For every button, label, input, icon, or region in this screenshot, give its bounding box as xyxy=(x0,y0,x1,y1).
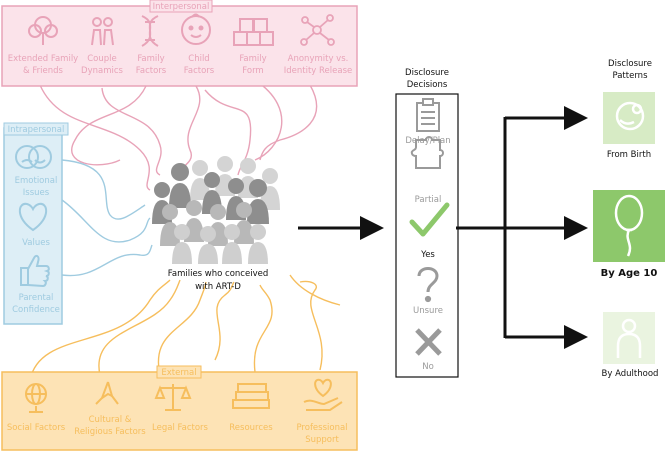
interpersonal-box xyxy=(1,5,358,87)
interpersonal-item-label: & Friends xyxy=(23,66,63,76)
globe-icon xyxy=(25,383,47,413)
interpersonal-group: Interpersonal xyxy=(1,0,358,87)
external-item-label: Social Factors xyxy=(7,423,66,433)
orange-curve xyxy=(253,284,273,373)
pink-curve xyxy=(101,87,162,176)
heart-hand-icon xyxy=(303,378,343,411)
heart-icon xyxy=(18,202,48,232)
external-item-label: Legal Factors xyxy=(152,423,209,433)
external-item-label: Professional xyxy=(296,423,347,433)
books-icon xyxy=(232,383,270,409)
pink-curve xyxy=(179,85,201,171)
pattern-label: From Birth xyxy=(607,150,651,160)
scales-icon xyxy=(154,384,192,411)
intrapersonal-item-label: Confidence xyxy=(12,305,60,315)
orange-curve xyxy=(289,274,341,306)
families-crowd-icon xyxy=(152,156,280,264)
pattern-label: By Age 10 xyxy=(601,268,658,279)
decisions-title: Decisions xyxy=(407,80,448,90)
decision-option-label: No xyxy=(422,362,434,372)
disclosure-patterns-panel: Disclosure Patterns From Birth By Age 10… xyxy=(593,59,665,379)
decision-option-label: Partial xyxy=(415,195,442,205)
patterns-title: Disclosure xyxy=(608,59,652,69)
interpersonal-item-label: Child xyxy=(188,54,209,64)
x-icon xyxy=(415,328,442,356)
blue-curve xyxy=(61,244,153,277)
decision-option-label: Unsure xyxy=(413,306,443,316)
interpersonal-item-label: Factors xyxy=(184,66,215,76)
interpersonal-item-label: Form xyxy=(242,66,263,76)
intrapersonal-label-box xyxy=(3,122,69,136)
interpersonal-item-label: Dynamics xyxy=(81,66,123,76)
external-item-label: Resources xyxy=(229,423,273,433)
blue-curve xyxy=(61,199,151,243)
pattern-label: By Adulthood xyxy=(602,369,659,379)
external-group: External Social Factors Cultural & Relig… xyxy=(1,365,358,451)
blue-curve xyxy=(61,159,146,220)
dna-icon xyxy=(141,15,159,47)
question-icon xyxy=(417,267,439,303)
external-item-label: Religious Factors xyxy=(74,427,146,437)
external-item-label: Cultural & xyxy=(89,415,132,425)
decisions-title: Disclosure xyxy=(405,68,449,78)
intrapersonal-item-label: Issues xyxy=(23,188,50,198)
from-birth-tile xyxy=(603,92,655,144)
pacifier-icon xyxy=(615,101,645,131)
connector-curves xyxy=(29,79,341,381)
interpersonal-item-label: Anonymity vs. xyxy=(288,54,349,64)
puzzle-icon xyxy=(410,136,444,169)
intrapersonal-group: Intrapersonal Emotional Issues Values Pa… xyxy=(3,122,69,325)
thumbs-up-icon xyxy=(20,254,50,288)
interpersonal-label-box xyxy=(149,0,213,13)
interpersonal-item-label: Factors xyxy=(136,66,167,76)
orange-curve xyxy=(98,279,181,376)
disclosure-decisions-panel: Disclosure Decisions Delay/Plan Partial … xyxy=(395,68,459,378)
intrapersonal-item-label: Emotional xyxy=(15,176,58,186)
decisions-box xyxy=(395,93,459,378)
pink-curve xyxy=(259,84,318,161)
orange-curve xyxy=(29,279,171,381)
decision-option-label: Delay/Plan xyxy=(405,136,450,146)
families-label: with ART-D xyxy=(195,282,241,292)
blocks-icon xyxy=(233,18,274,46)
interpersonal-item-label: Family xyxy=(137,54,164,64)
external-item-label: Support xyxy=(305,435,339,445)
interpersonal-item-label: Extended Family xyxy=(8,54,78,64)
decision-option-label: Yes xyxy=(420,250,435,260)
masks-icon xyxy=(15,145,52,169)
crowd-mid-row xyxy=(152,163,269,224)
network-icon xyxy=(300,14,335,46)
intrapersonal-item-label: Values xyxy=(22,238,50,248)
interpersonal-label: Interpersonal xyxy=(153,2,210,12)
pink-curve xyxy=(254,79,283,161)
balloon-icon xyxy=(614,194,644,257)
orange-curve xyxy=(299,280,323,371)
clipboard-icon xyxy=(416,98,440,132)
crowd-bottom-row xyxy=(172,224,268,264)
tree-icon xyxy=(28,16,58,45)
interpersonal-item-label: Couple xyxy=(87,54,117,64)
orange-curve xyxy=(157,281,207,376)
couple-icon xyxy=(91,17,114,46)
checkmark-icon xyxy=(409,202,450,237)
families-label: Families who conceived xyxy=(168,269,268,279)
external-label-box xyxy=(156,365,202,379)
baby-face-icon xyxy=(181,13,211,45)
interpersonal-item-label: Family xyxy=(239,54,266,64)
person-icon xyxy=(616,318,642,358)
patterns-title: Patterns xyxy=(612,71,648,81)
intrapersonal-label: Intrapersonal xyxy=(8,125,65,135)
pink-curve xyxy=(39,84,151,191)
pink-curve xyxy=(71,85,147,166)
orange-curve xyxy=(214,281,235,361)
pattern-branch-arrows xyxy=(456,106,588,349)
intrapersonal-item-label: Parental xyxy=(19,293,54,303)
interpersonal-item-label: Identity Release xyxy=(284,66,353,76)
external-label: External xyxy=(161,368,196,378)
praying-hands-icon xyxy=(95,381,119,405)
